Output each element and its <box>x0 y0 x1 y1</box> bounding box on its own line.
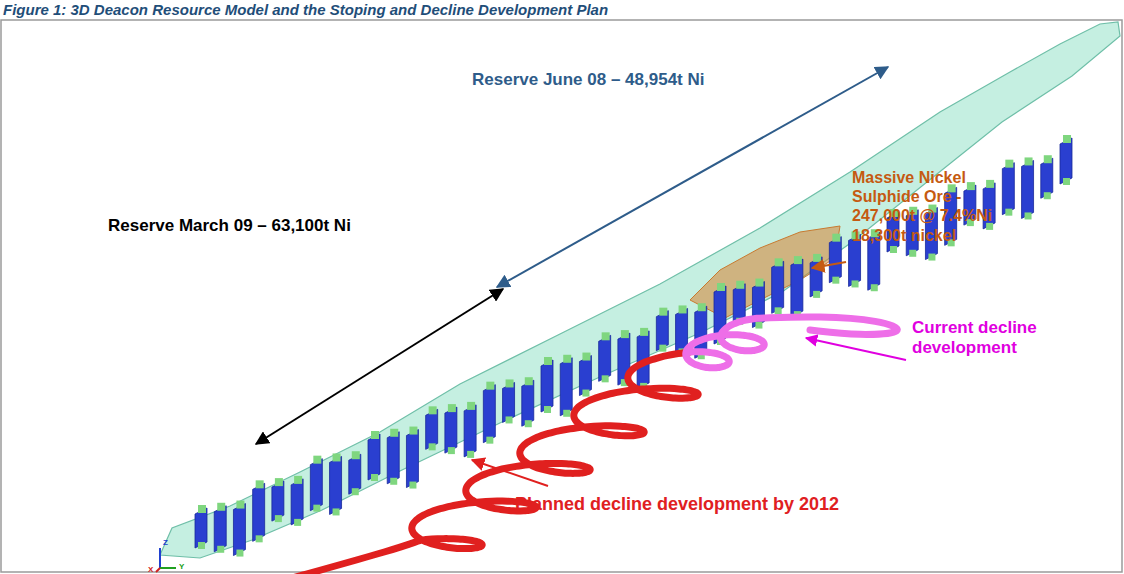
stope-block <box>233 501 245 557</box>
stope-block <box>272 478 284 522</box>
planned-decline <box>285 352 698 574</box>
stope-block <box>406 427 418 489</box>
stope-block <box>1022 157 1034 219</box>
massive-sulphide-zone <box>690 226 840 318</box>
stope-block <box>541 357 553 413</box>
stope-block <box>387 429 399 485</box>
stope-block <box>791 256 803 318</box>
stope-block <box>195 505 207 549</box>
stope-block <box>560 355 572 417</box>
ore-callout: Massive Nickel Sulphide Ore - 247,000t @… <box>852 168 1022 245</box>
reserve-june-arrow <box>497 67 888 287</box>
planned-decline-leader <box>472 460 548 486</box>
stope-block <box>291 476 303 526</box>
stope-block <box>522 377 534 427</box>
stopes <box>195 135 1072 557</box>
stope-block <box>464 402 476 458</box>
reserve-label: Reserve June 08 – 48,954t Ni <box>472 70 704 90</box>
figure-frame <box>1 20 1122 572</box>
stope-block <box>426 406 438 450</box>
axis-letter: X <box>148 565 153 574</box>
stope-block <box>599 332 611 382</box>
stope-block <box>579 353 591 397</box>
orebody <box>160 22 1120 558</box>
decline-callout: Planned decline development by 2012 <box>515 494 839 516</box>
figure-title: Figure 1: 3D Deacon Resource Model and t… <box>3 1 608 19</box>
sulphide-leader <box>812 262 846 268</box>
axis-letter: Z <box>163 538 168 548</box>
stope-block <box>1041 155 1053 199</box>
stope-block <box>214 503 226 553</box>
stope-block <box>349 451 361 495</box>
stope-block <box>1060 135 1072 185</box>
stope-block <box>368 431 380 481</box>
reserve-march-arrow <box>256 289 503 444</box>
axis-letter: Y <box>179 562 184 572</box>
stope-block <box>810 254 822 298</box>
stope-block <box>310 456 322 512</box>
stope-block <box>503 379 515 423</box>
stope-block <box>772 258 784 314</box>
reserve-label: Reserve March 09 – 63,100t Ni <box>108 216 351 236</box>
stope-block <box>445 404 457 454</box>
stope-block <box>330 453 342 515</box>
current-decline <box>686 317 898 368</box>
stope-block <box>1002 160 1014 216</box>
axis-triad <box>156 548 176 572</box>
stope-block <box>656 308 668 352</box>
stope-block <box>483 382 495 444</box>
stope-block <box>829 234 841 284</box>
stope-block <box>253 480 265 542</box>
current-decline-leader <box>806 338 906 360</box>
decline-callout: Current decline development <box>912 318 1062 359</box>
